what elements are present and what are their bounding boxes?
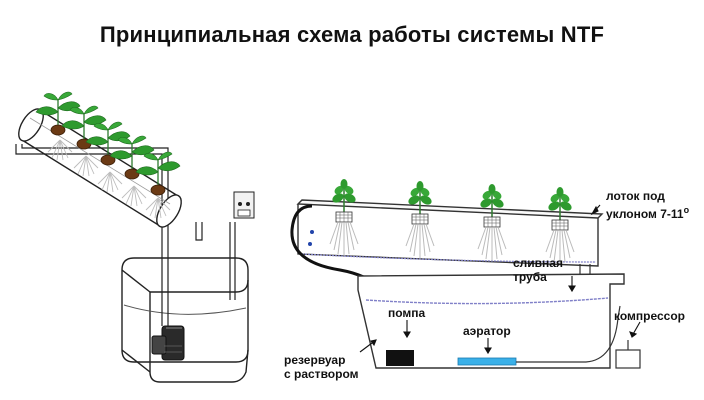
power-outlet-3d [233,191,255,219]
tray-plant [545,186,575,265]
right-schematic [290,178,641,369]
label-drain-line1: сливная [513,256,563,270]
grow-tray [296,199,604,267]
label-arrows [359,204,641,355]
tray-plant [477,183,507,262]
tank-3d [121,257,249,383]
label-drain-line2: труба [513,270,547,284]
pipes-3d [15,144,236,326]
label-pump: помпа [388,306,426,320]
label-reservoir: резервуар с раствором [284,353,359,381]
plant-3d [135,151,181,196]
label-reservoir-line1: резервуар [284,353,346,367]
left-3d-system [15,91,255,383]
label-tray-line2: уклоном 7-11о [606,203,689,221]
label-tray: лоток под уклоном 7-11о [606,189,689,221]
tray-plant [405,180,435,259]
pump-3d [151,325,185,361]
diagram-title: Принципиальная схема работы системы NTF [99,22,605,47]
label-compressor: компрессор [614,309,685,323]
label-aerator: аэратор [463,324,511,338]
pump [386,350,414,366]
compressor [615,340,641,369]
label-tray-degree: о [683,205,690,215]
tray-plant [329,178,359,257]
label-tray-line1: лоток под [606,189,665,203]
label-reservoir-line2: с раствором [284,367,359,381]
label-tray-slope: уклоном 7-11 [606,207,684,221]
reservoir [357,273,625,369]
air-line [516,305,621,363]
aerator [457,357,517,366]
label-drain-pipe: сливная труба [513,256,563,284]
inlet-drops [308,230,314,246]
